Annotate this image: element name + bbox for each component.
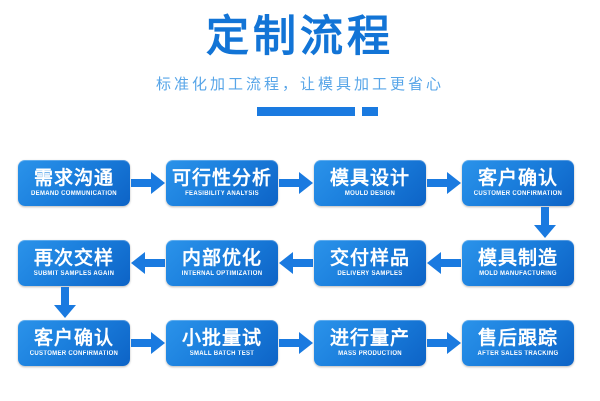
flow-node-subtitle: CUSTOMER CONFIRMATION xyxy=(473,191,563,198)
flow-node-customer-confirmation-1[interactable]: 客户确认 CUSTOMER CONFIRMATION xyxy=(462,160,574,206)
flow-node-subtitle: SUBMIT SAMPLES AGAIN xyxy=(33,271,115,278)
arrow-right-icon xyxy=(130,170,166,196)
arrow-left-icon xyxy=(130,250,166,276)
flow-node-subtitle: AFTER SALES TRACKING xyxy=(477,351,559,358)
flow-node-title: 可行性分析 xyxy=(171,167,272,189)
flow-node-mass-production[interactable]: 进行量产 MASS PRODUCTION xyxy=(314,320,426,366)
flow-node-customer-confirmation-2[interactable]: 客户确认 CUSTOMER CONFIRMATION xyxy=(18,320,130,366)
flow-node-title: 售后跟踪 xyxy=(477,327,558,349)
flow-node-title: 交付样品 xyxy=(329,247,410,269)
divider-bar-icon xyxy=(256,107,355,117)
arrow-left-icon xyxy=(426,250,462,276)
page-title: 定制流程 xyxy=(206,13,394,61)
flow-node-internal-optimization[interactable]: 内部优化 INTERNAL OPTIMIZATION xyxy=(166,240,278,286)
flow-node-subtitle: DEMAND COMMUNICATION xyxy=(31,191,117,198)
flow-node-title: 客户确认 xyxy=(477,167,558,189)
arrow-right-icon xyxy=(426,330,462,356)
connector-row-1 xyxy=(0,206,600,240)
flow-node-subtitle: SMALL BATCH TEST xyxy=(189,351,255,358)
header: 定制流程 标准化加工流程，让模具加工更省心 xyxy=(0,0,600,117)
arrow-down-icon xyxy=(531,206,559,240)
flow-node-title: 需求沟通 xyxy=(33,167,114,189)
flow-node-title: 小批量试 xyxy=(181,327,262,349)
arrow-right-icon xyxy=(426,170,462,196)
flow-row-1: 需求沟通 DEMAND COMMUNICATION 可行性分析 FEASIBIL… xyxy=(18,160,600,206)
flow-node-mold-manufacturing[interactable]: 模具制造 MOLD MANUFACTURING xyxy=(462,240,574,286)
arrow-left-icon xyxy=(278,250,314,276)
flow-node-feasibility-analysis[interactable]: 可行性分析 FEASIBILITY ANALYSIS xyxy=(166,160,278,206)
flow-node-title: 再次交样 xyxy=(33,247,114,269)
flow-node-title: 客户确认 xyxy=(33,327,114,349)
flow-node-subtitle: DELIVERY SAMPLES xyxy=(337,271,403,278)
flow-node-demand-communication[interactable]: 需求沟通 DEMAND COMMUNICATION xyxy=(18,160,130,206)
flow-node-subtitle: INTERNAL OPTIMIZATION xyxy=(181,271,263,278)
flow-node-subtitle: MOLD MANUFACTURING xyxy=(479,271,557,278)
arrow-right-icon xyxy=(278,170,314,196)
connector-row-2 xyxy=(0,286,600,320)
flow-node-submit-samples-again[interactable]: 再次交样 SUBMIT SAMPLES AGAIN xyxy=(18,240,130,286)
arrow-right-icon xyxy=(130,330,166,356)
divider xyxy=(0,107,600,117)
flow-row-3: 客户确认 CUSTOMER CONFIRMATION 小批量试 SMALL BA… xyxy=(18,320,600,366)
flow-node-title: 内部优化 xyxy=(181,247,262,269)
arrow-right-icon xyxy=(278,330,314,356)
flow-node-title: 模具制造 xyxy=(477,247,558,269)
flow-node-mould-design[interactable]: 模具设计 MOULD DESIGN xyxy=(314,160,426,206)
process-flow-diagram: 需求沟通 DEMAND COMMUNICATION 可行性分析 FEASIBIL… xyxy=(0,160,600,366)
flow-node-subtitle: FEASIBILITY ANALYSIS xyxy=(185,191,259,198)
page-subtitle: 标准化加工流程，让模具加工更省心 xyxy=(155,76,444,94)
flow-node-after-sales-tracking[interactable]: 售后跟踪 AFTER SALES TRACKING xyxy=(462,320,574,366)
flow-node-small-batch-test[interactable]: 小批量试 SMALL BATCH TEST xyxy=(166,320,278,366)
flow-node-title: 进行量产 xyxy=(329,327,410,349)
divider-dot-icon xyxy=(361,107,378,117)
flow-node-subtitle: CUSTOMER CONFIRMATION xyxy=(29,351,119,358)
flow-node-title: 模具设计 xyxy=(329,167,410,189)
flow-node-subtitle: MOULD DESIGN xyxy=(344,191,396,198)
flow-node-delivery-samples[interactable]: 交付样品 DELIVERY SAMPLES xyxy=(314,240,426,286)
arrow-down-icon xyxy=(51,286,79,320)
flow-node-subtitle: MASS PRODUCTION xyxy=(338,351,402,358)
flow-row-2: 再次交样 SUBMIT SAMPLES AGAIN 内部优化 INTERNAL … xyxy=(18,240,600,286)
